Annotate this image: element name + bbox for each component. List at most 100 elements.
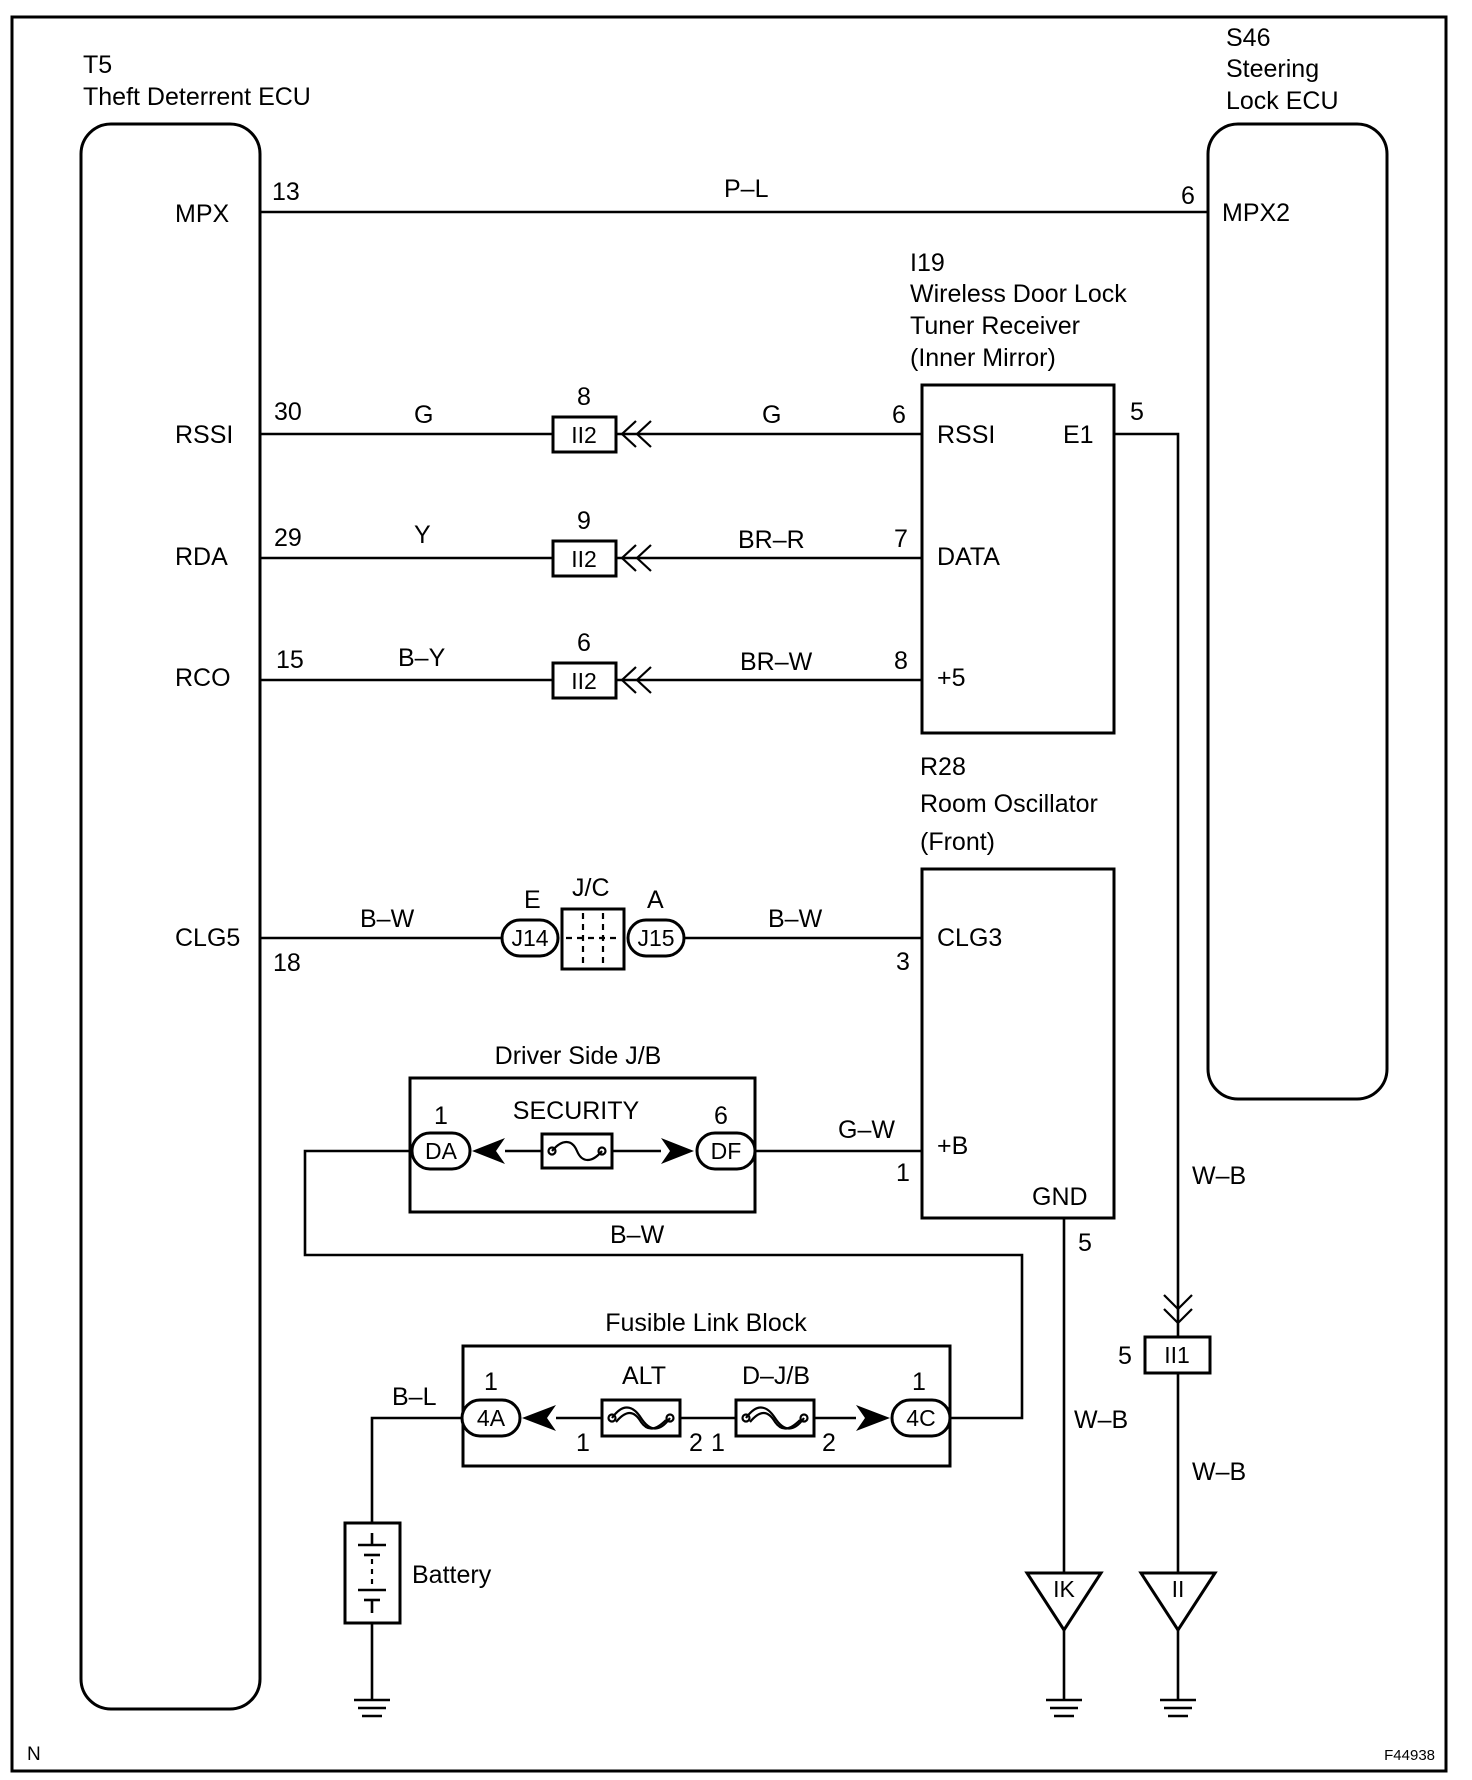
tuner-receiver: I19 Wireless Door Lock Tuner Receiver (I… <box>910 249 1127 735</box>
wire-gnd-osc-color: W–B <box>1074 1406 1128 1434</box>
tuner-pin-e1: E1 <box>1063 421 1094 449</box>
battery: B–L Battery <box>343 1383 492 1718</box>
connector-ii2-rda <box>551 539 618 578</box>
wire-rssi-pin-left: 30 <box>274 398 302 426</box>
oscillator-body <box>920 867 1116 1220</box>
driver-jb-pin-left: 1 <box>434 1102 448 1130</box>
diagram-frame <box>10 15 1448 1773</box>
connector-4c-pin: 1 <box>912 1368 926 1396</box>
connector-j15-label: J15 <box>637 925 674 951</box>
theft-ecu-name: Theft Deterrent ECU <box>83 83 311 111</box>
ground-ii-icon <box>1160 1698 1196 1718</box>
ground-point-ii-icon <box>1138 1571 1218 1633</box>
wire-rco-pin-left: 15 <box>276 646 304 674</box>
wire-gnd-tuner-color-lower: W–B <box>1192 1458 1246 1486</box>
figure-code: F44938 <box>1384 1747 1435 1764</box>
pin-label-clg5: CLG5 <box>175 924 240 952</box>
connector-df-label: DF <box>711 1138 742 1164</box>
ground-point-ii-label: II <box>1172 1576 1185 1602</box>
theft-deterrent-ecu: T5 Theft Deterrent ECU MPX RSSI RDA RCO … <box>79 51 311 1711</box>
arrow-4c <box>856 1405 890 1431</box>
oscillator-name-line2: (Front) <box>920 828 995 856</box>
connector-ii2-rssi-label: II2 <box>571 422 597 448</box>
oscillator-pin-gnd: GND <box>1032 1183 1088 1211</box>
tuner-name-line2: Tuner Receiver <box>910 312 1080 340</box>
wire-clg-pin-right: 3 <box>896 948 910 976</box>
fusible-block-body <box>461 1344 952 1468</box>
junction-name: J/C <box>572 874 610 902</box>
connector-ii2-rssi <box>551 415 618 454</box>
theft-ecu-code: T5 <box>83 51 112 79</box>
connector-ii2-rda-label: II2 <box>571 546 597 572</box>
steering-lock-ecu: S46 Steering Lock ECU MPX2 <box>1206 24 1389 1101</box>
pin-label-rssi: RSSI <box>175 421 233 449</box>
wire-rco-color-right: BR–W <box>740 648 813 676</box>
ground-point-ik-label: IK <box>1053 1576 1075 1602</box>
connector-ii1-pin: 5 <box>1118 1342 1132 1370</box>
driver-jb-name: Driver Side J/B <box>495 1042 662 1070</box>
steering-ecu-name-line1: Steering <box>1226 55 1319 83</box>
pin-label-mpx: MPX <box>175 200 230 228</box>
fuse-djb-pin-out: 2 <box>822 1429 836 1457</box>
wire-rco-color-left: B–Y <box>398 644 446 672</box>
wire-rda-color-left: Y <box>414 521 431 549</box>
wire-clg-color-right: B–W <box>768 905 823 933</box>
wire-jb-feed-color: B–W <box>610 1221 665 1249</box>
wire-clg: J14 J15 J/C E A B–W 18 B–W 3 <box>260 874 922 977</box>
wire-rssi-color-left: G <box>414 401 433 429</box>
ground-battery-icon <box>354 1698 390 1718</box>
wire-mpx-color: P–L <box>724 175 769 203</box>
wire-clg-color-left: B–W <box>360 905 415 933</box>
connector-j14 <box>500 918 560 958</box>
pin-label-rda: RDA <box>175 543 228 571</box>
wire-rssi-conn-pin: 8 <box>577 383 591 411</box>
wire-rco-pin-right: 8 <box>894 647 908 675</box>
connector-4a-pin: 1 <box>484 1368 498 1396</box>
wire-rco-conn-pin: 6 <box>577 629 591 657</box>
fuse-djb-pin-in: 1 <box>711 1429 725 1457</box>
battery-label: Battery <box>412 1561 492 1589</box>
connector-j14-label: J14 <box>511 925 548 951</box>
pin-label-rco: RCO <box>175 664 231 692</box>
steering-ecu-code: S46 <box>1226 24 1270 52</box>
connector-4a-label: 4A <box>477 1405 506 1431</box>
pin-label-mpx2: MPX2 <box>1222 199 1290 227</box>
wire-clg-pin-left: 18 <box>273 949 301 977</box>
tuner-pin-plus5: +5 <box>937 664 966 692</box>
wire-rda-pin-left: 29 <box>274 524 302 552</box>
junction-left-letter: E <box>524 886 541 914</box>
steering-ecu-name-line2: Lock ECU <box>1226 87 1339 115</box>
theft-ecu-body <box>79 122 262 1711</box>
corner-letter: N <box>27 1744 41 1765</box>
oscillator-pin-clg3: CLG3 <box>937 924 1002 952</box>
fuse-alt-pin-in: 1 <box>576 1429 590 1457</box>
tuner-name-line1: Wireless Door Lock <box>910 280 1127 308</box>
connector-4c-label: 4C <box>906 1405 935 1431</box>
fusible-link-block: Fusible Link Block 4A 4C 1 1 ALT D–J/B 1… <box>460 1309 952 1468</box>
connector-da-label: DA <box>425 1138 458 1164</box>
oscillator-code: R28 <box>920 753 966 781</box>
wire-battery-color: B–L <box>392 1383 437 1411</box>
tuner-code: I19 <box>910 249 945 277</box>
wire-rssi: II2 30 G 8 G 6 <box>260 383 922 454</box>
wire-rssi-color-right: G <box>762 401 781 429</box>
security-fuse <box>540 1132 614 1170</box>
wire-gnd-osc-pin: 5 <box>1078 1229 1092 1257</box>
oscillator-pin-plus-b: +B <box>937 1132 968 1160</box>
fusible-block-name: Fusible Link Block <box>605 1309 807 1337</box>
wire-gnd-tuner-color-upper: W–B <box>1192 1162 1246 1190</box>
arrow-4a <box>522 1405 556 1431</box>
wire-mpx-pin-left: 13 <box>272 178 300 206</box>
connector-ii2-rco <box>551 661 618 700</box>
wire-rda-pin-right: 7 <box>894 525 908 553</box>
fuse-alt-pin-out: 2 <box>689 1429 703 1457</box>
wire-gnd-oscillator: 5 W–B IK <box>1024 1218 1128 1718</box>
wire-rda: II2 29 Y 9 BR–R 7 <box>260 507 922 578</box>
ground-point-ik-icon <box>1024 1571 1104 1633</box>
wire-plus-b-pin: 1 <box>896 1159 910 1187</box>
wire-plus-b-color: G–W <box>838 1116 895 1144</box>
connector-j15 <box>626 918 686 958</box>
oscillator-name-line1: Room Oscillator <box>920 790 1098 818</box>
wire-jb-feed: B–W <box>303 1149 1024 1420</box>
